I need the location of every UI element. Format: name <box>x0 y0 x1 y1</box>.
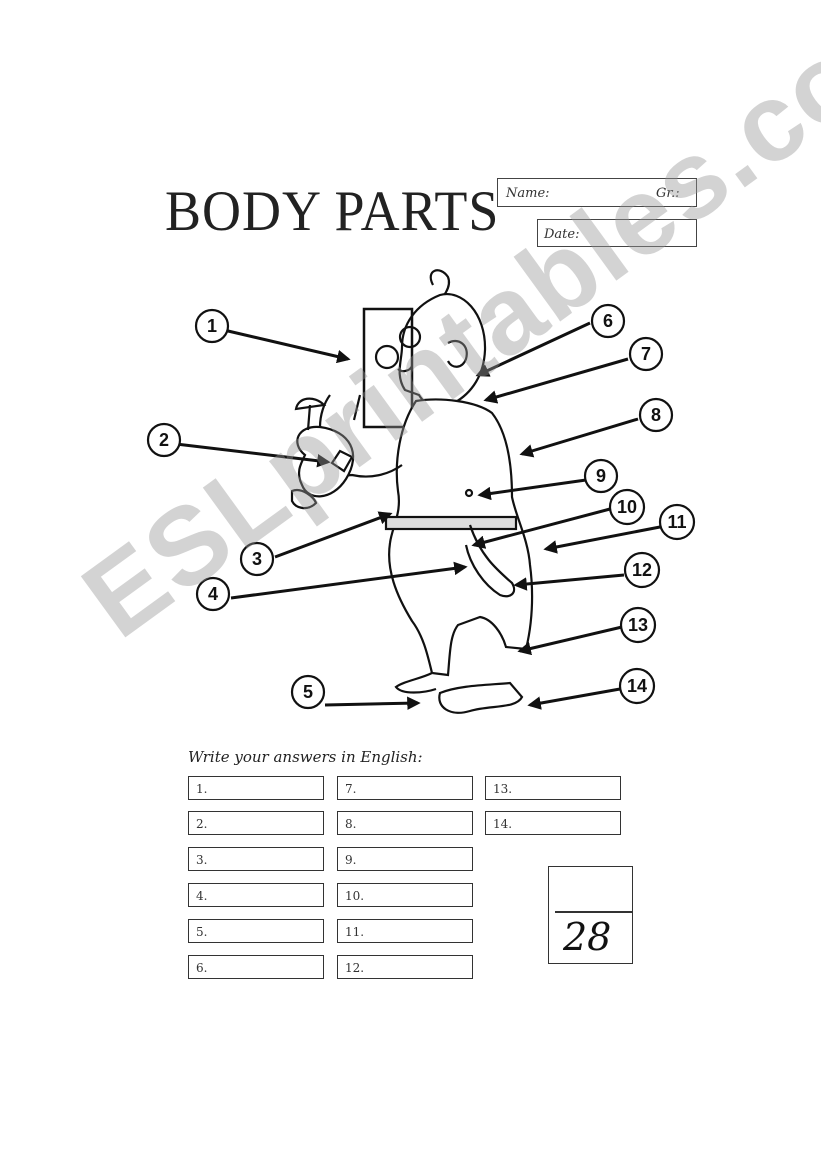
answer-box-3[interactable]: 3. <box>188 847 324 871</box>
number-circle: 9 <box>583 458 619 494</box>
score-divider <box>555 911 632 913</box>
number-circle: 8 <box>638 397 674 433</box>
answer-box-8[interactable]: 8. <box>337 811 473 835</box>
number-circle: 3 <box>239 541 275 577</box>
number-circle: 6 <box>590 303 626 339</box>
number-circle: 7 <box>628 336 664 372</box>
date-field[interactable]: Date: <box>537 219 697 247</box>
cartoon-man <box>290 269 534 714</box>
name-field[interactable]: Name: Gr.: <box>497 178 697 207</box>
number-label: 14 <box>627 676 647 696</box>
body-parts-illustration: 1 2 3 4 5 6 7 8 9 10 11 12 13 14 <box>146 269 696 714</box>
number-circle: 13 <box>619 606 657 644</box>
answer-box-14[interactable]: 14. <box>485 811 621 835</box>
group-label: Gr.: <box>656 186 680 201</box>
answer-box-1[interactable]: 1. <box>188 776 324 800</box>
number-circle: 2 <box>146 422 182 458</box>
number-label: 12 <box>632 560 652 580</box>
number-label: 4 <box>208 584 218 604</box>
score-box: 28 <box>548 866 633 964</box>
number-circle: 14 <box>618 667 656 705</box>
answer-box-11[interactable]: 11. <box>337 919 473 943</box>
answer-box-6[interactable]: 6. <box>188 955 324 979</box>
number-label: 1 <box>207 316 217 336</box>
number-label: 7 <box>641 344 651 364</box>
answer-box-12[interactable]: 12. <box>337 955 473 979</box>
number-label: 9 <box>596 466 606 486</box>
answer-box-4[interactable]: 4. <box>188 883 324 907</box>
number-label: 3 <box>252 549 262 569</box>
number-circle: 1 <box>194 308 230 344</box>
instruction-text: Write your answers in English: <box>188 748 423 766</box>
number-label: 13 <box>628 615 648 635</box>
number-label: 10 <box>617 497 637 517</box>
answer-box-10[interactable]: 10. <box>337 883 473 907</box>
number-label: 8 <box>651 405 661 425</box>
score-total: 28 <box>563 915 612 959</box>
number-circle: 4 <box>195 576 231 612</box>
worksheet-title: BODY PARTS <box>165 179 500 243</box>
number-circle: 5 <box>290 674 326 710</box>
number-label: 5 <box>303 682 313 702</box>
number-label: 6 <box>603 311 613 331</box>
number-circle: 11 <box>658 503 696 541</box>
answer-box-13[interactable]: 13. <box>485 776 621 800</box>
answer-box-7[interactable]: 7. <box>337 776 473 800</box>
number-label: 2 <box>159 430 169 450</box>
answer-box-2[interactable]: 2. <box>188 811 324 835</box>
number-circle: 10 <box>608 488 646 526</box>
number-circle: 12 <box>623 551 661 589</box>
number-label: 11 <box>667 512 686 532</box>
pointer-arrows <box>175 321 661 710</box>
name-label: Name: <box>506 186 550 201</box>
answer-box-5[interactable]: 5. <box>188 919 324 943</box>
date-label: Date: <box>544 227 580 242</box>
answer-box-9[interactable]: 9. <box>337 847 473 871</box>
